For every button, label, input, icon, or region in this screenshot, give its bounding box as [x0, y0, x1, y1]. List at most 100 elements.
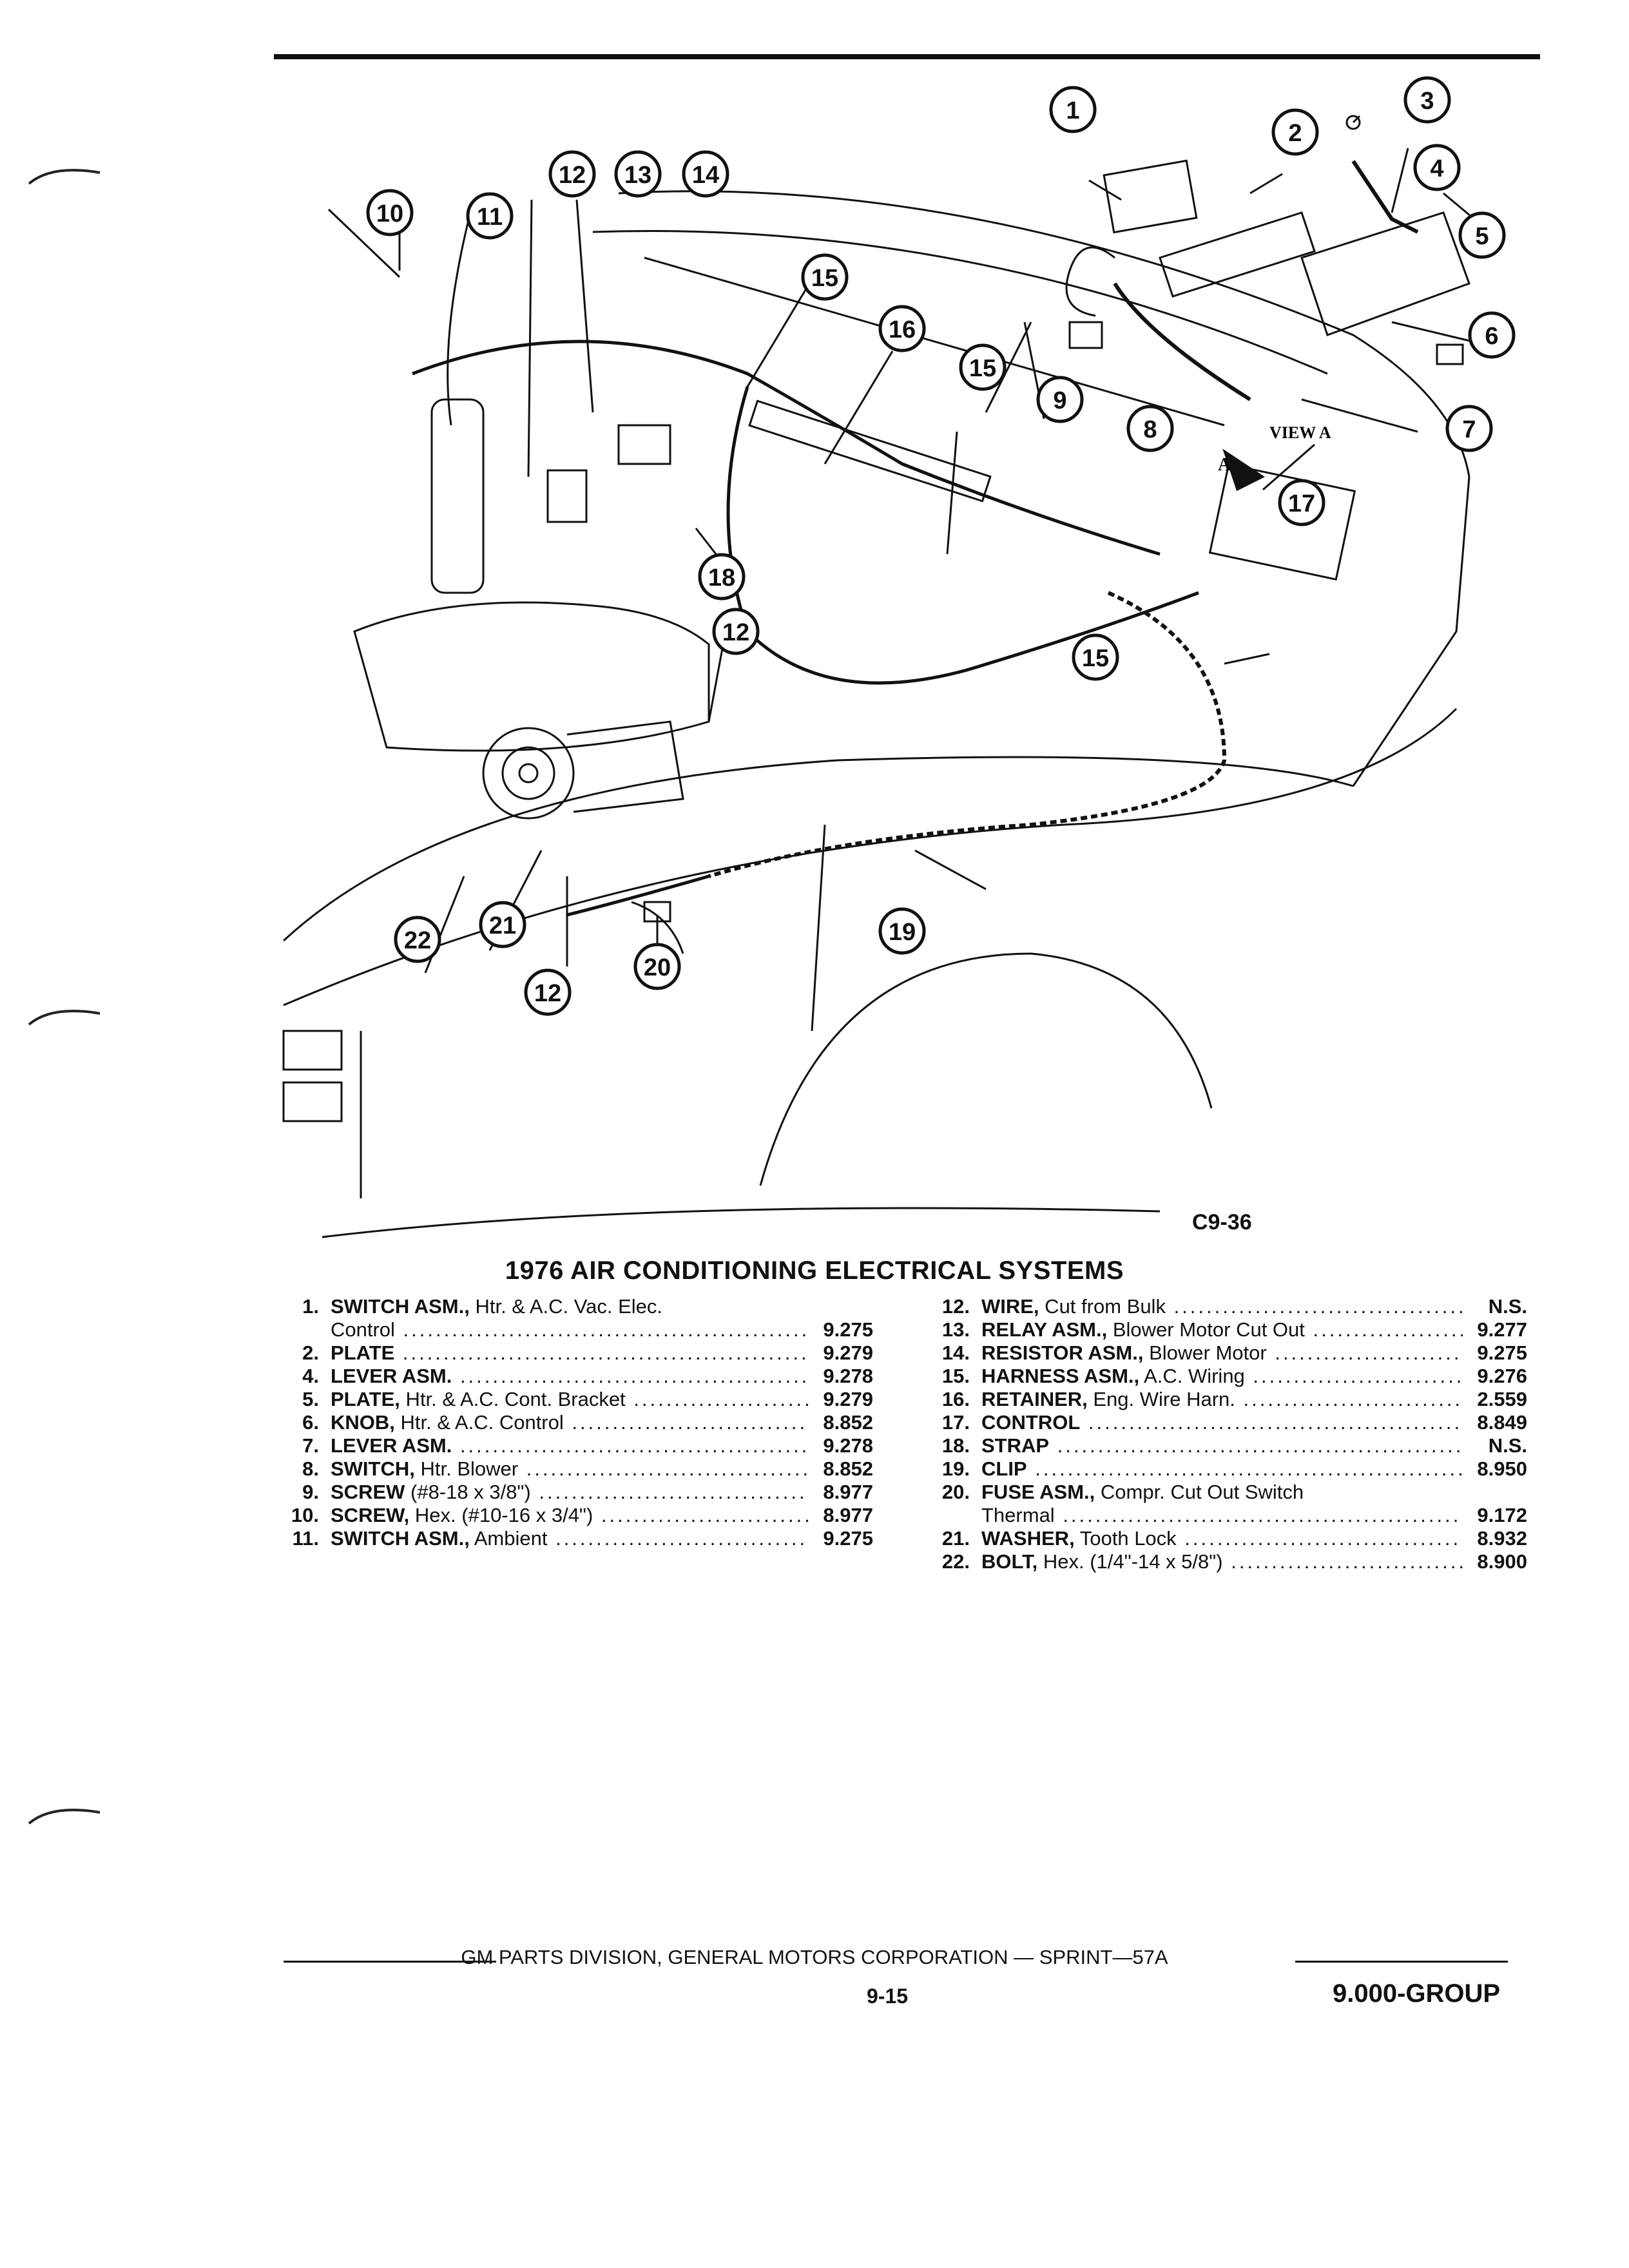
- part-number: 9.: [302, 1481, 319, 1503]
- leader-dots: ........................................…: [1243, 1388, 1463, 1410]
- part-name: CONTROL: [981, 1411, 1081, 1434]
- part-row: 6.KNOB, Htr. & A.C. Control ............…: [255, 1411, 873, 1434]
- svg-text:2: 2: [1288, 120, 1302, 147]
- part-description: LEVER ASM. .............................…: [331, 1434, 809, 1457]
- part-description: FUSE ASM., Compr. Cut Out Switch: [981, 1481, 1463, 1504]
- svg-text:19: 19: [889, 919, 916, 946]
- part-description: RESISTOR ASM., Blower Motor ............…: [981, 1341, 1463, 1365]
- svg-text:13: 13: [624, 162, 651, 189]
- svg-text:12: 12: [722, 619, 749, 646]
- group-number: 2.559: [1477, 1388, 1527, 1410]
- leader-dots: ........................................…: [403, 1318, 809, 1341]
- part-row: 11.SWITCH ASM., Ambient ................…: [255, 1527, 873, 1550]
- part-number: 8.: [302, 1457, 319, 1480]
- section-title: 1976 AIR CONDITIONING ELECTRICAL SYSTEMS: [505, 1256, 1124, 1285]
- footer-rule-left: [284, 1961, 496, 1963]
- callout-4: 4: [1413, 144, 1461, 191]
- view-a-marker: A: [1218, 455, 1231, 475]
- part-number: 19.: [941, 1457, 970, 1480]
- part-description: PLATE ..................................…: [331, 1341, 809, 1365]
- part-detail: Compr. Cut Out Switch: [1095, 1481, 1304, 1503]
- part-row: 15.HARNESS ASM., A.C. Wiring ...........…: [905, 1365, 1527, 1388]
- callout-12b: 12: [712, 608, 760, 655]
- group-number: 8.977: [823, 1504, 873, 1526]
- part-row: 13.RELAY ASM., Blower Motor Cut Out ....…: [905, 1318, 1527, 1341]
- callout-1: 1: [1049, 86, 1097, 133]
- svg-text:16: 16: [889, 316, 916, 343]
- callout-2: 2: [1271, 108, 1319, 156]
- part-row: 16.RETAINER, Eng. Wire Harn. ...........…: [905, 1388, 1527, 1411]
- part-row: 17.CONTROL .............................…: [905, 1411, 1527, 1434]
- part-number: 14.: [941, 1341, 970, 1364]
- part-description: RELAY ASM., Blower Motor Cut Out .......…: [981, 1318, 1463, 1341]
- callout-15: 15: [801, 253, 849, 301]
- leader-dots: ........................................…: [555, 1527, 809, 1550]
- part-row: 9.SCREW (#8-18 x 3/8") .................…: [255, 1481, 873, 1504]
- svg-text:22: 22: [404, 927, 431, 954]
- part-name: LEVER ASM.: [331, 1365, 452, 1387]
- figure-code: C9-36: [1192, 1210, 1252, 1235]
- part-row: 22. BOLT, Hex. (1/4"-14 x 5/8") .........…: [905, 1550, 1527, 1573]
- svg-text:14: 14: [692, 162, 719, 189]
- svg-text:1: 1: [1066, 97, 1079, 124]
- part-row: 4.LEVER ASM. ...........................…: [255, 1365, 873, 1388]
- part-name: LEVER ASM.: [331, 1434, 452, 1457]
- part-number: 22.: [941, 1550, 970, 1573]
- svg-text:8: 8: [1143, 416, 1157, 443]
- leader-dots: ........................................…: [539, 1481, 809, 1503]
- leader-dots: ........................................…: [1057, 1434, 1463, 1457]
- part-name: RETAINER,: [981, 1388, 1088, 1410]
- part-description: KNOB, Htr. & A.C. Control ..............…: [331, 1411, 809, 1434]
- part-row: 8. SWITCH, Htr. Blower ..................…: [255, 1457, 873, 1481]
- view-a-label: VIEW A: [1269, 423, 1331, 442]
- svg-text:20: 20: [644, 954, 671, 981]
- svg-text:3: 3: [1420, 88, 1434, 115]
- svg-text:11: 11: [477, 204, 503, 231]
- part-detail: Hex. (1/4"-14 x 5/8"): [1037, 1550, 1223, 1573]
- parts-list-left: 1.SWITCH ASM., Htr. & A.C. Vac. Elec.Con…: [255, 1295, 873, 1550]
- part-row: 1.SWITCH ASM., Htr. & A.C. Vac. Elec.: [255, 1295, 873, 1318]
- callout-5: 5: [1458, 211, 1506, 259]
- leader-dots: ........................................…: [1088, 1411, 1463, 1434]
- part-name: BOLT,: [981, 1550, 1038, 1573]
- svg-text:12: 12: [534, 980, 561, 1007]
- part-name: PLATE: [331, 1341, 395, 1364]
- part-name: HARNESS ASM.,: [981, 1365, 1140, 1387]
- part-detail: Htr. & A.C. Cont. Bracket: [400, 1388, 626, 1410]
- part-row: Thermal ................................…: [905, 1504, 1527, 1527]
- callout-13: 13: [614, 150, 662, 198]
- svg-text:15: 15: [969, 355, 996, 382]
- callout-22: 22: [394, 916, 441, 963]
- group-number: 9.278: [823, 1434, 873, 1457]
- group-number: 9.278: [823, 1365, 873, 1387]
- part-detail: Htr. & A.C. Vac. Elec.: [469, 1295, 663, 1318]
- callout-9: 9: [1036, 376, 1084, 423]
- part-number: 20.: [941, 1481, 970, 1503]
- group-label: 9.000-GROUP: [1333, 1979, 1501, 2008]
- part-number: 12.: [941, 1295, 970, 1318]
- part-description: WIRE, Cut from Bulk ....................…: [981, 1295, 1463, 1318]
- leader-dots: ........................................…: [1253, 1365, 1463, 1387]
- part-number: 2.: [302, 1341, 319, 1364]
- part-row: 12. WIRE, Cut from Bulk .................…: [905, 1295, 1527, 1318]
- group-number: 9.275: [823, 1318, 873, 1341]
- part-description: CLIP ...................................…: [981, 1457, 1463, 1481]
- leader-dots: ........................................…: [1231, 1550, 1463, 1573]
- leader-dots: ........................................…: [1035, 1457, 1463, 1480]
- part-name: WASHER,: [981, 1527, 1075, 1550]
- part-detail: Blower Motor: [1143, 1341, 1267, 1364]
- part-description: Control ................................…: [331, 1318, 809, 1341]
- part-name: SWITCH,: [331, 1457, 415, 1480]
- group-number: 8.932: [1477, 1527, 1527, 1550]
- svg-text:12: 12: [559, 162, 586, 189]
- group-number: 9.277: [1477, 1318, 1527, 1341]
- svg-text:9: 9: [1053, 387, 1066, 414]
- group-number: 9.275: [1477, 1341, 1527, 1364]
- group-number: 9.276: [1477, 1365, 1527, 1387]
- callout-17: 17: [1278, 479, 1325, 526]
- group-number: 9.172: [1477, 1504, 1527, 1526]
- callout-21: 21: [479, 901, 526, 948]
- part-name: SWITCH ASM.,: [331, 1527, 470, 1550]
- part-description: SWITCH, Htr. Blower ....................…: [331, 1457, 809, 1481]
- leader-dots: ........................................…: [459, 1434, 809, 1457]
